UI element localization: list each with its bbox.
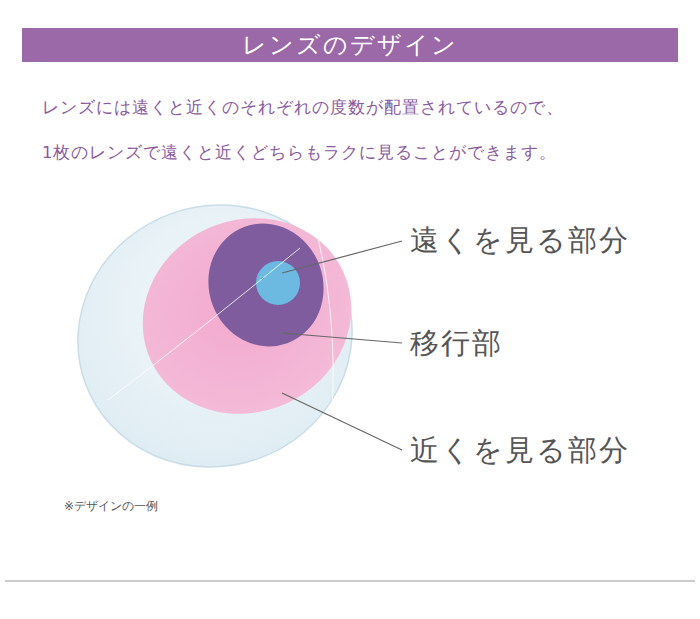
highlight-line [318,238,333,440]
far-zone [256,261,300,305]
part-label: 遠くを見る部分 [410,223,630,258]
lens-outline [41,167,389,506]
part-label: 移行部 [410,326,503,361]
note-text: ※デザインの一例 [64,499,158,513]
intro-text: レンズには遠くと近くのそれぞれの度数が配置されているので、 [42,97,564,118]
intro-text: 1枚のレンズで遠くと近くどちらもラクに見ることができます。 [42,142,558,163]
transition-zone [191,207,341,363]
highlight-line [108,248,300,400]
near-zone [110,184,383,448]
divider-line [5,581,695,582]
leader-line [282,333,402,343]
leader-line [282,241,402,273]
header-title: レンズのデザイン [242,31,458,60]
leader-line [282,393,402,450]
part-label: 近くを見る部分 [410,433,630,468]
